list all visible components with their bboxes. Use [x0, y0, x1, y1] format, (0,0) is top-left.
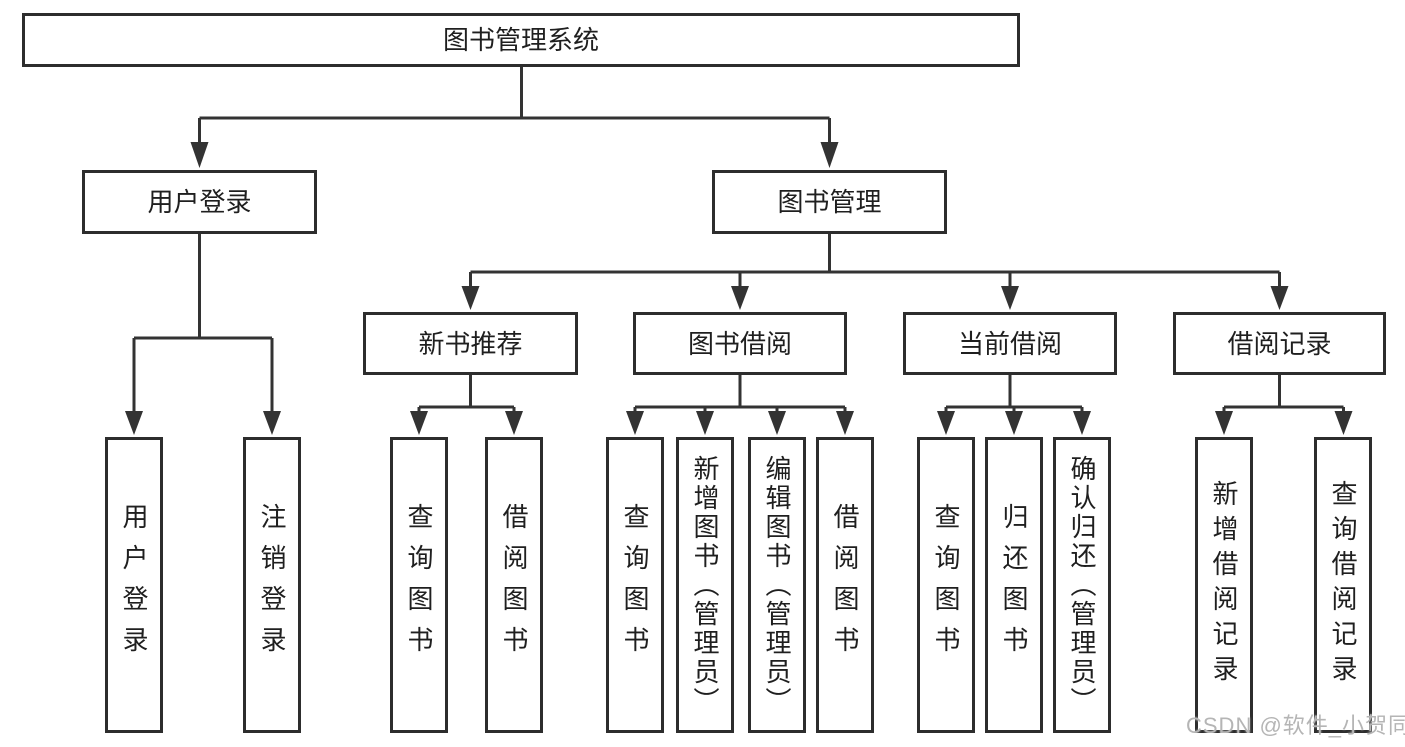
leaf-borrowing-query-books-label: 查询图书: [620, 503, 650, 667]
watermark-text: CSDN @软件_小贺同学: [1186, 713, 1405, 738]
node-current-borrowing-label: 当前借阅: [957, 328, 1062, 359]
node-new-book-recommend-label: 新书推荐: [418, 328, 523, 359]
node-user-login-label: 用户登录: [147, 187, 252, 217]
node-new-book-recommend: 新书推荐: [363, 312, 578, 375]
node-root: 图书管理系统: [22, 13, 1020, 67]
arrowheads: [125, 142, 1353, 435]
leaf-borrowing-query-books: 查询图书: [606, 437, 664, 733]
node-borrow-records-label: 借阅记录: [1227, 328, 1332, 359]
leaf-user-login: 用户登录: [105, 437, 163, 733]
leaf-current-confirm-return-admin: 确认归还（管理员）: [1053, 437, 1111, 733]
node-book-borrowing-label: 图书借阅: [687, 328, 792, 359]
leaf-current-query-books: 查询图书: [917, 437, 975, 733]
node-current-borrowing: 当前借阅: [903, 312, 1117, 375]
leaf-newbooks-borrow-books-label: 借阅图书: [499, 503, 529, 667]
leaf-newbooks-query-books-label: 查询图书: [404, 503, 434, 667]
leaf-newbooks-borrow-books: 借阅图书: [485, 437, 543, 733]
leaf-logout: 注销登录: [243, 437, 301, 733]
node-book-management-label: 图书管理: [777, 187, 882, 217]
leaf-newbooks-query-books: 查询图书: [390, 437, 448, 733]
leaf-current-return-books-label: 归还图书: [999, 503, 1029, 667]
node-root-label: 图书管理系统: [442, 25, 599, 55]
leaf-borrowing-add-books-admin-label: 新增图书（管理员）: [690, 454, 720, 716]
node-user-login: 用户登录: [82, 170, 317, 234]
leaf-borrowing-borrow-books-label: 借阅图书: [830, 503, 860, 667]
leaf-logout-label: 注销登录: [257, 503, 287, 667]
leaf-current-confirm-return-admin-label: 确认归还（管理员）: [1067, 454, 1097, 716]
leaf-records-add-record-label: 新增借阅记录: [1209, 480, 1239, 690]
leaf-records-query-record: 查询借阅记录: [1314, 437, 1372, 733]
leaf-records-add-record: 新增借阅记录: [1195, 437, 1253, 733]
leaf-borrowing-borrow-books: 借阅图书: [816, 437, 874, 733]
leaf-current-return-books: 归还图书: [985, 437, 1043, 733]
leaf-borrowing-add-books-admin: 新增图书（管理员）: [676, 437, 734, 733]
node-book-borrowing: 图书借阅: [633, 312, 847, 375]
leaf-borrowing-edit-books-admin-label: 编辑图书（管理员）: [762, 454, 792, 716]
node-borrow-records: 借阅记录: [1173, 312, 1386, 375]
leaf-current-query-books-label: 查询图书: [931, 503, 961, 667]
leaf-borrowing-edit-books-admin: 编辑图书（管理员）: [748, 437, 806, 733]
leaf-user-login-label: 用户登录: [119, 503, 149, 667]
leaf-records-query-record-label: 查询借阅记录: [1328, 480, 1358, 690]
node-book-management: 图书管理: [712, 170, 947, 234]
